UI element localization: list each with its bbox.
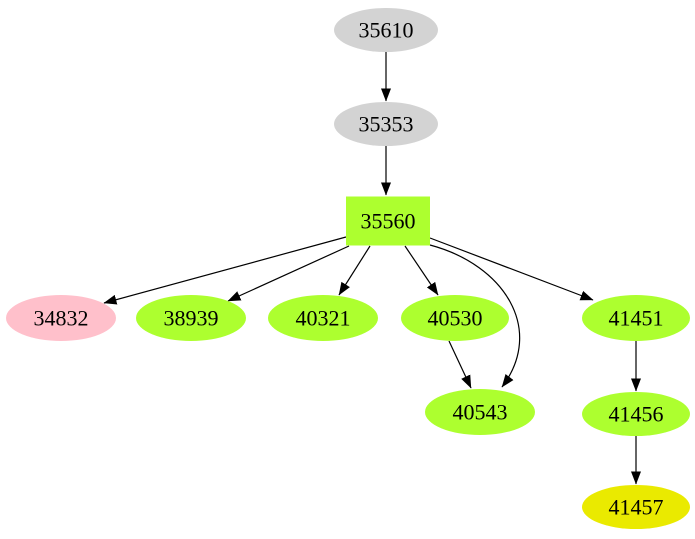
node-40543[interactable]: 40543 bbox=[425, 389, 535, 435]
node-41451[interactable]: 41451 bbox=[582, 295, 690, 341]
node-35353[interactable]: 35353 bbox=[334, 102, 438, 146]
nodes-layer: 35610 35353 35560 34832 38939 40321 40530 41451… bbox=[6, 8, 690, 529]
node-shape-ellipse bbox=[6, 295, 116, 341]
node-shape-ellipse bbox=[582, 485, 690, 529]
edge-35560-34832 bbox=[103, 236, 347, 305]
node-label: 34832 bbox=[34, 306, 89, 331]
node-label: 40543 bbox=[453, 400, 508, 425]
node-label: 35353 bbox=[359, 112, 414, 137]
node-label: 40321 bbox=[296, 306, 351, 331]
node-38939[interactable]: 38939 bbox=[136, 295, 246, 341]
node-shape-rect bbox=[346, 196, 430, 246]
edge-35560-40321 bbox=[338, 245, 371, 296]
node-label: 35610 bbox=[359, 18, 414, 43]
node-label: 40530 bbox=[428, 306, 483, 331]
node-label: 41457 bbox=[609, 495, 664, 520]
node-40530[interactable]: 40530 bbox=[401, 295, 509, 341]
edges-layer bbox=[103, 52, 641, 485]
edge-35560-40543 bbox=[429, 244, 521, 388]
node-label: 41451 bbox=[609, 306, 664, 331]
edge-40530-40543 bbox=[448, 340, 472, 389]
node-shape-ellipse bbox=[582, 295, 690, 341]
edge-35560-40530 bbox=[404, 245, 439, 296]
node-shape-ellipse bbox=[334, 8, 438, 52]
node-35560[interactable]: 35560 bbox=[346, 196, 430, 246]
node-shape-ellipse bbox=[334, 102, 438, 146]
node-35610[interactable]: 35610 bbox=[334, 8, 438, 52]
node-34832[interactable]: 34832 bbox=[6, 295, 116, 341]
edge-35560-38939 bbox=[227, 245, 350, 302]
node-shape-ellipse bbox=[401, 295, 509, 341]
node-label: 35560 bbox=[361, 209, 416, 234]
node-41457[interactable]: 41457 bbox=[582, 485, 690, 529]
node-41456[interactable]: 41456 bbox=[582, 392, 690, 436]
node-shape-ellipse bbox=[582, 392, 690, 436]
node-shape-ellipse bbox=[136, 295, 246, 341]
node-shape-ellipse bbox=[268, 295, 378, 341]
node-label: 41456 bbox=[609, 402, 664, 427]
node-shape-ellipse bbox=[425, 389, 535, 435]
edge-35560-41451 bbox=[429, 237, 594, 301]
node-label: 38939 bbox=[164, 306, 219, 331]
node-40321[interactable]: 40321 bbox=[268, 295, 378, 341]
